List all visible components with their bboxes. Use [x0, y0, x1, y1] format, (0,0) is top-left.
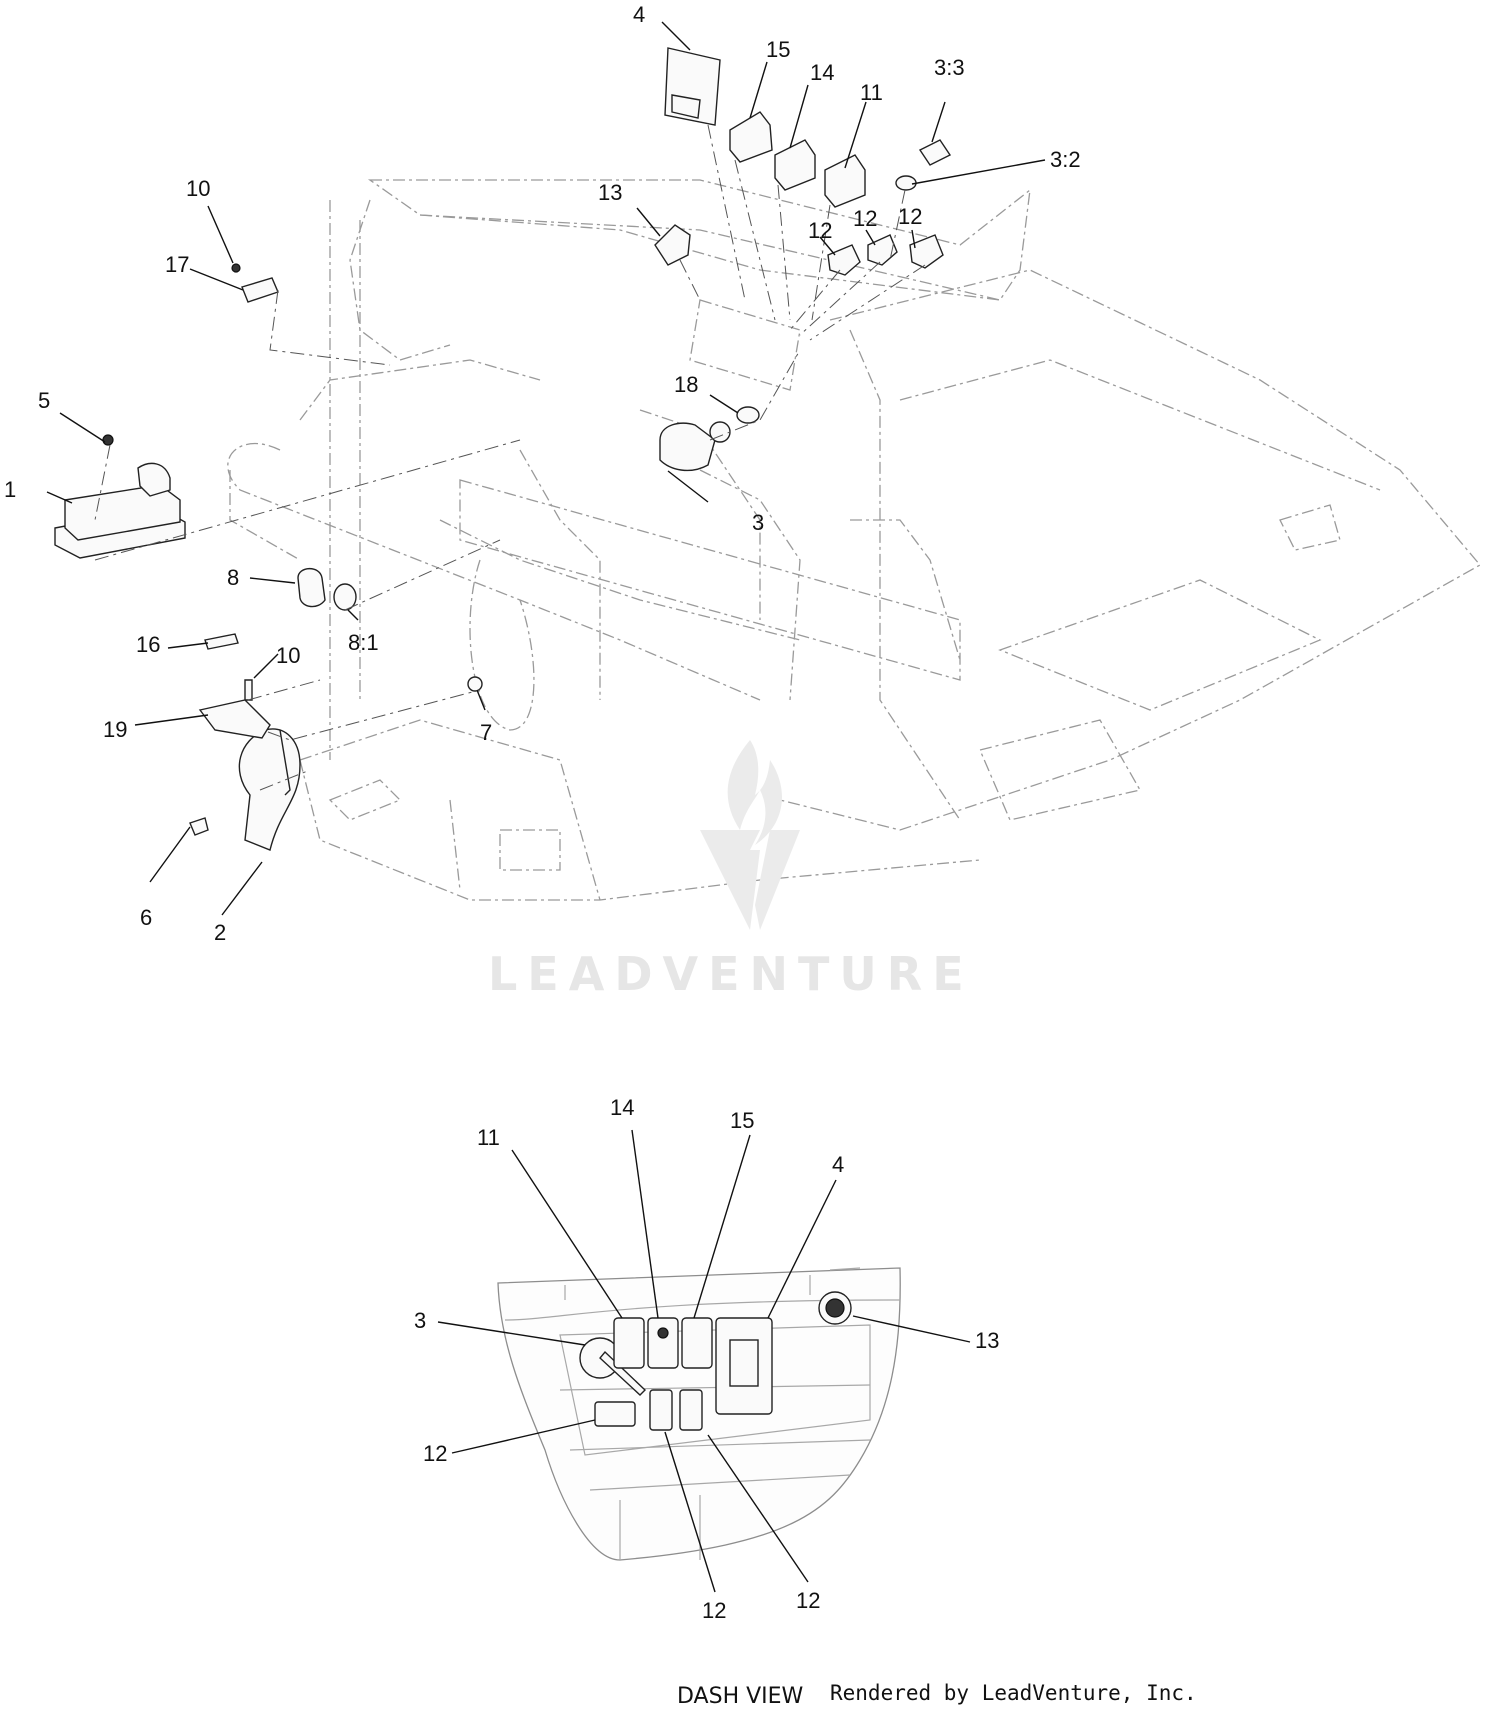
dash-leaders	[437, 1129, 971, 1593]
part-14-switch-icon	[774, 139, 816, 191]
callout-18: 18	[674, 372, 698, 397]
part-13-usb-socket-icon	[654, 224, 691, 266]
callout-12c: 12	[898, 204, 922, 229]
callout-3-3: 3:3	[934, 55, 965, 80]
dash-switch-11-icon	[613, 1317, 645, 1369]
part-10-screw-b-icon	[244, 679, 253, 701]
dash-callouts: 3 4 11 12 12 12 13 14 15	[414, 1095, 999, 1623]
callout-16: 16	[136, 632, 160, 657]
callout-13: 13	[598, 180, 622, 205]
callout-6: 6	[140, 905, 152, 930]
dash-callout-12a: 12	[423, 1441, 447, 1466]
callout-8-1: 8:1	[348, 630, 379, 655]
phantom-lines	[94, 124, 926, 791]
part-1-module-icon	[54, 462, 186, 559]
dash-display-4-icon	[715, 1317, 773, 1415]
dash-callout-11: 11	[477, 1125, 500, 1150]
part-2-horn-icon	[238, 728, 301, 851]
v-logo-icon	[700, 830, 800, 930]
dash-ignition-icon	[579, 1337, 647, 1396]
callout-17: 17	[165, 252, 189, 277]
callout-8: 8	[227, 565, 239, 590]
callout-5: 5	[38, 388, 50, 413]
footer-credit: Rendered by LeadVenture, Inc.	[830, 1681, 1197, 1705]
part-7-nut-icon	[467, 676, 483, 692]
callout-12b: 12	[853, 206, 877, 231]
part-19-bracket-icon	[198, 699, 271, 739]
dash-switch-15-icon	[681, 1317, 713, 1369]
dash-callout-13: 13	[975, 1328, 999, 1353]
parts-main	[54, 47, 952, 851]
part-17-relay-icon	[241, 277, 279, 303]
callout-19: 19	[103, 717, 127, 742]
part-16-plate-icon	[204, 633, 239, 650]
callout-11: 11	[860, 80, 883, 105]
callout-14: 14	[810, 60, 834, 85]
dash-usb-13-icon	[818, 1291, 852, 1325]
dash-callout-4: 4	[832, 1152, 844, 1177]
callout-3-2: 3:2	[1050, 147, 1081, 172]
callout-7: 7	[480, 720, 492, 745]
vehicle-frame-outline	[227, 179, 1482, 901]
part-15-switch-icon	[729, 111, 773, 163]
part-5-bolt-icon	[102, 434, 114, 446]
watermark: LEADVENTURE	[488, 740, 974, 1001]
dash-callout-15: 15	[730, 1108, 754, 1133]
footer: DASH VIEW Rendered by LeadVenture, Inc.	[677, 1681, 1197, 1709]
part-11-switch-icon	[824, 154, 866, 208]
flame-logo-icon	[727, 740, 782, 845]
callout-3: 3	[752, 510, 764, 535]
part-3-ignition-switch-icon	[659, 421, 731, 472]
callout-10a: 10	[186, 176, 210, 201]
callout-10b: 10	[276, 643, 300, 668]
watermark-text: LEADVENTURE	[488, 947, 974, 1001]
dash-switch-12b-icon	[649, 1389, 673, 1431]
part-18-grommet-icon	[736, 406, 760, 424]
dash-callout-12c: 12	[796, 1588, 820, 1613]
dash-switch-12a-icon	[594, 1401, 636, 1427]
dash-view-panel	[497, 1267, 901, 1561]
part-4-panel-icon	[664, 47, 721, 126]
part-10-screw-a-icon	[231, 263, 241, 273]
main-leaders	[46, 21, 1046, 916]
dash-switch-12c-icon	[679, 1389, 703, 1431]
part-12-switch-c-icon	[909, 234, 944, 269]
dash-callout-12b: 12	[702, 1598, 726, 1623]
main-callouts: 1 2 3 3:2 3:3 4 5 6 7 8 8:1 10 10 11 12 …	[4, 2, 1081, 945]
callout-12a: 12	[808, 218, 832, 243]
part-3-2-nut-icon	[895, 175, 917, 191]
callout-4: 4	[633, 2, 645, 27]
part-12-switch-b-icon	[867, 234, 898, 266]
part-3-3-cap-icon	[918, 139, 952, 166]
callout-2: 2	[214, 920, 226, 945]
dash-view-title: DASH VIEW	[677, 1684, 804, 1709]
dash-callout-14: 14	[610, 1095, 634, 1120]
part-8-socket-icon	[297, 567, 326, 608]
part-6-bolt-icon	[189, 817, 209, 836]
callout-1: 1	[4, 477, 16, 502]
dash-callout-3: 3	[414, 1308, 426, 1333]
dash-switch-14-icon	[647, 1317, 679, 1369]
callout-15: 15	[766, 37, 790, 62]
part-12-switch-a-icon	[827, 244, 861, 276]
